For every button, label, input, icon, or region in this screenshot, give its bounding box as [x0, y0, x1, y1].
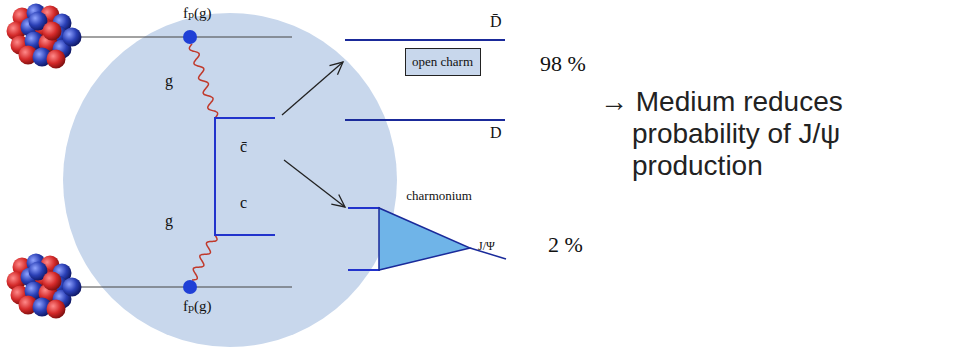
parton-dot: [183, 280, 197, 294]
meson-line: [345, 119, 505, 121]
parton-distribution: fₚ(g): [183, 5, 211, 22]
percentage: 2 %: [548, 232, 583, 257]
meson-symbol: D̄: [490, 13, 502, 31]
nucleon: [47, 300, 66, 319]
quark-line: [348, 207, 380, 209]
quark-line: [348, 269, 380, 271]
conclusion-note: → Medium reduces probability of J/ψ prod…: [600, 86, 932, 183]
decay-arrows: [282, 62, 345, 207]
nucleus: [7, 254, 82, 319]
box-label: open charm: [412, 54, 474, 70]
quark-pair: [215, 118, 275, 235]
gluon-symbol: g: [165, 212, 173, 230]
beam-line: [68, 37, 292, 38]
gluon-symbol: g: [165, 72, 173, 90]
medium-disc: [63, 13, 397, 347]
quark-symbol: c̄: [240, 138, 247, 156]
percentage: 98 %: [540, 51, 586, 76]
decay-arrow: [284, 160, 345, 207]
nucleon: [63, 278, 82, 297]
decay-arrow: [282, 62, 343, 115]
nucleon: [43, 272, 62, 291]
quark-symbol: c: [240, 194, 247, 212]
gluon-line: [189, 44, 217, 118]
charmonium-shape: [379, 208, 470, 270]
shape-heading: charmonium: [378, 188, 472, 204]
parton-distribution: fₚ(g): [183, 298, 211, 315]
meson-line: [345, 39, 505, 41]
nucleon: [47, 50, 66, 69]
gluon-lines: [189, 44, 217, 280]
parton-dot: [183, 30, 197, 44]
beam-line: [68, 287, 292, 288]
charmonium-triangle: charmonium: [378, 188, 472, 272]
gluon-line: [192, 235, 217, 280]
nucleon: [63, 28, 82, 47]
open-charm-box: open charm: [405, 48, 481, 76]
nucleon: [43, 22, 62, 41]
nucleus: [7, 4, 82, 69]
meson-symbol: D: [490, 124, 502, 142]
nuclei: [7, 4, 82, 319]
meson-symbol: J/Ψ: [478, 240, 495, 254]
